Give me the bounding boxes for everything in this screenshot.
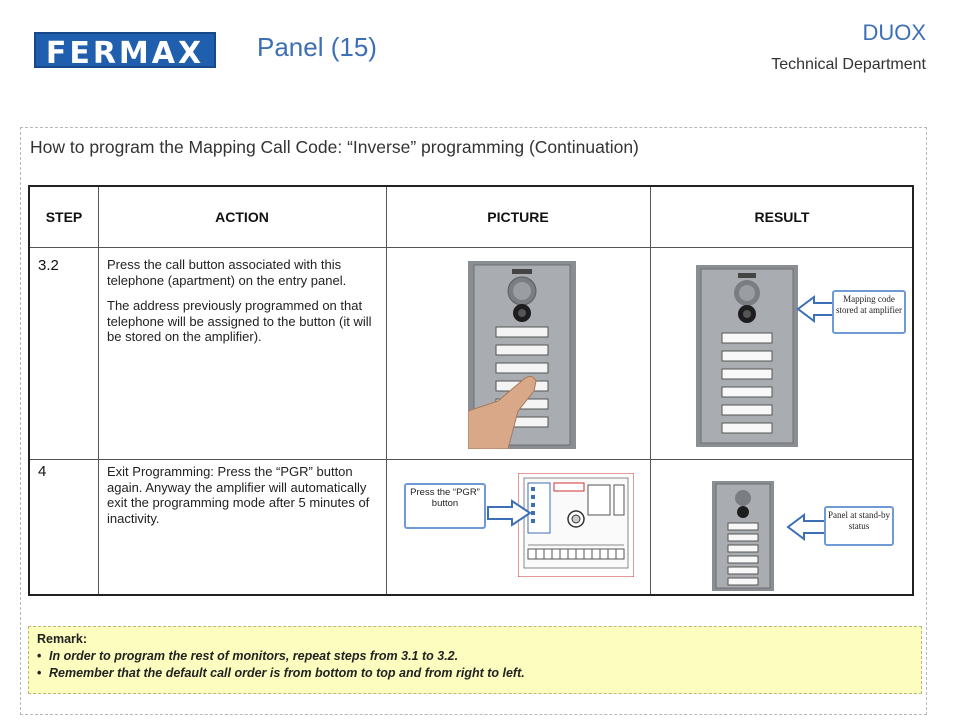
action-paragraph: Press the call button associated with th… bbox=[107, 257, 347, 288]
header-step: STEP bbox=[45, 209, 83, 225]
column-divider bbox=[98, 187, 99, 594]
mapping-stored-callout: Mapping code stored at amplifier bbox=[832, 290, 906, 334]
section-subtitle: How to program the Mapping Call Code: “I… bbox=[30, 137, 639, 157]
header-picture: PICTURE bbox=[487, 209, 549, 225]
remark-box: Remark: In order to program the rest of … bbox=[28, 626, 922, 694]
panel-standby-photo bbox=[712, 481, 774, 591]
right-arrow-icon bbox=[487, 499, 532, 527]
action-paragraph: The address previously programmed on tha… bbox=[107, 298, 372, 344]
brand-label: DUOX bbox=[862, 20, 926, 45]
step-action: Press the call button associated with th… bbox=[107, 257, 377, 355]
remark-list: In order to program the rest of monitors… bbox=[37, 648, 913, 682]
step-number: 3.2 bbox=[38, 257, 59, 274]
entry-panel-photo bbox=[468, 261, 576, 449]
steps-table: STEP ACTION PICTURE RESULT 3.2 Press the… bbox=[28, 185, 914, 596]
panel-result-photo bbox=[696, 265, 798, 447]
row-divider bbox=[30, 459, 912, 460]
page-title: Panel (15) bbox=[257, 32, 377, 62]
remark-title: Remark: bbox=[37, 632, 88, 646]
action-paragraph: Exit Programming: Press the “PGR” button… bbox=[107, 464, 370, 526]
logo-text: FERMAX bbox=[45, 36, 205, 71]
amplifier-board-drawing bbox=[518, 473, 634, 577]
fermax-logo: FERMAX bbox=[34, 32, 216, 71]
header-action: ACTION bbox=[215, 209, 269, 225]
column-divider bbox=[386, 187, 387, 594]
header-result: RESULT bbox=[754, 209, 810, 225]
remark-item: Remember that the default call order is … bbox=[37, 665, 913, 682]
step-number: 4 bbox=[38, 463, 47, 480]
column-divider bbox=[650, 187, 651, 594]
department-label: Technical Department bbox=[771, 56, 926, 73]
content-frame bbox=[20, 127, 927, 715]
standby-callout: Panel at stand-by status bbox=[824, 506, 894, 546]
remark-item: In order to program the rest of monitors… bbox=[37, 648, 913, 665]
step-action: Exit Programming: Press the “PGR” button… bbox=[107, 464, 377, 536]
press-pgr-callout: Press the “PGR” button bbox=[404, 483, 486, 529]
row-divider bbox=[30, 247, 912, 248]
